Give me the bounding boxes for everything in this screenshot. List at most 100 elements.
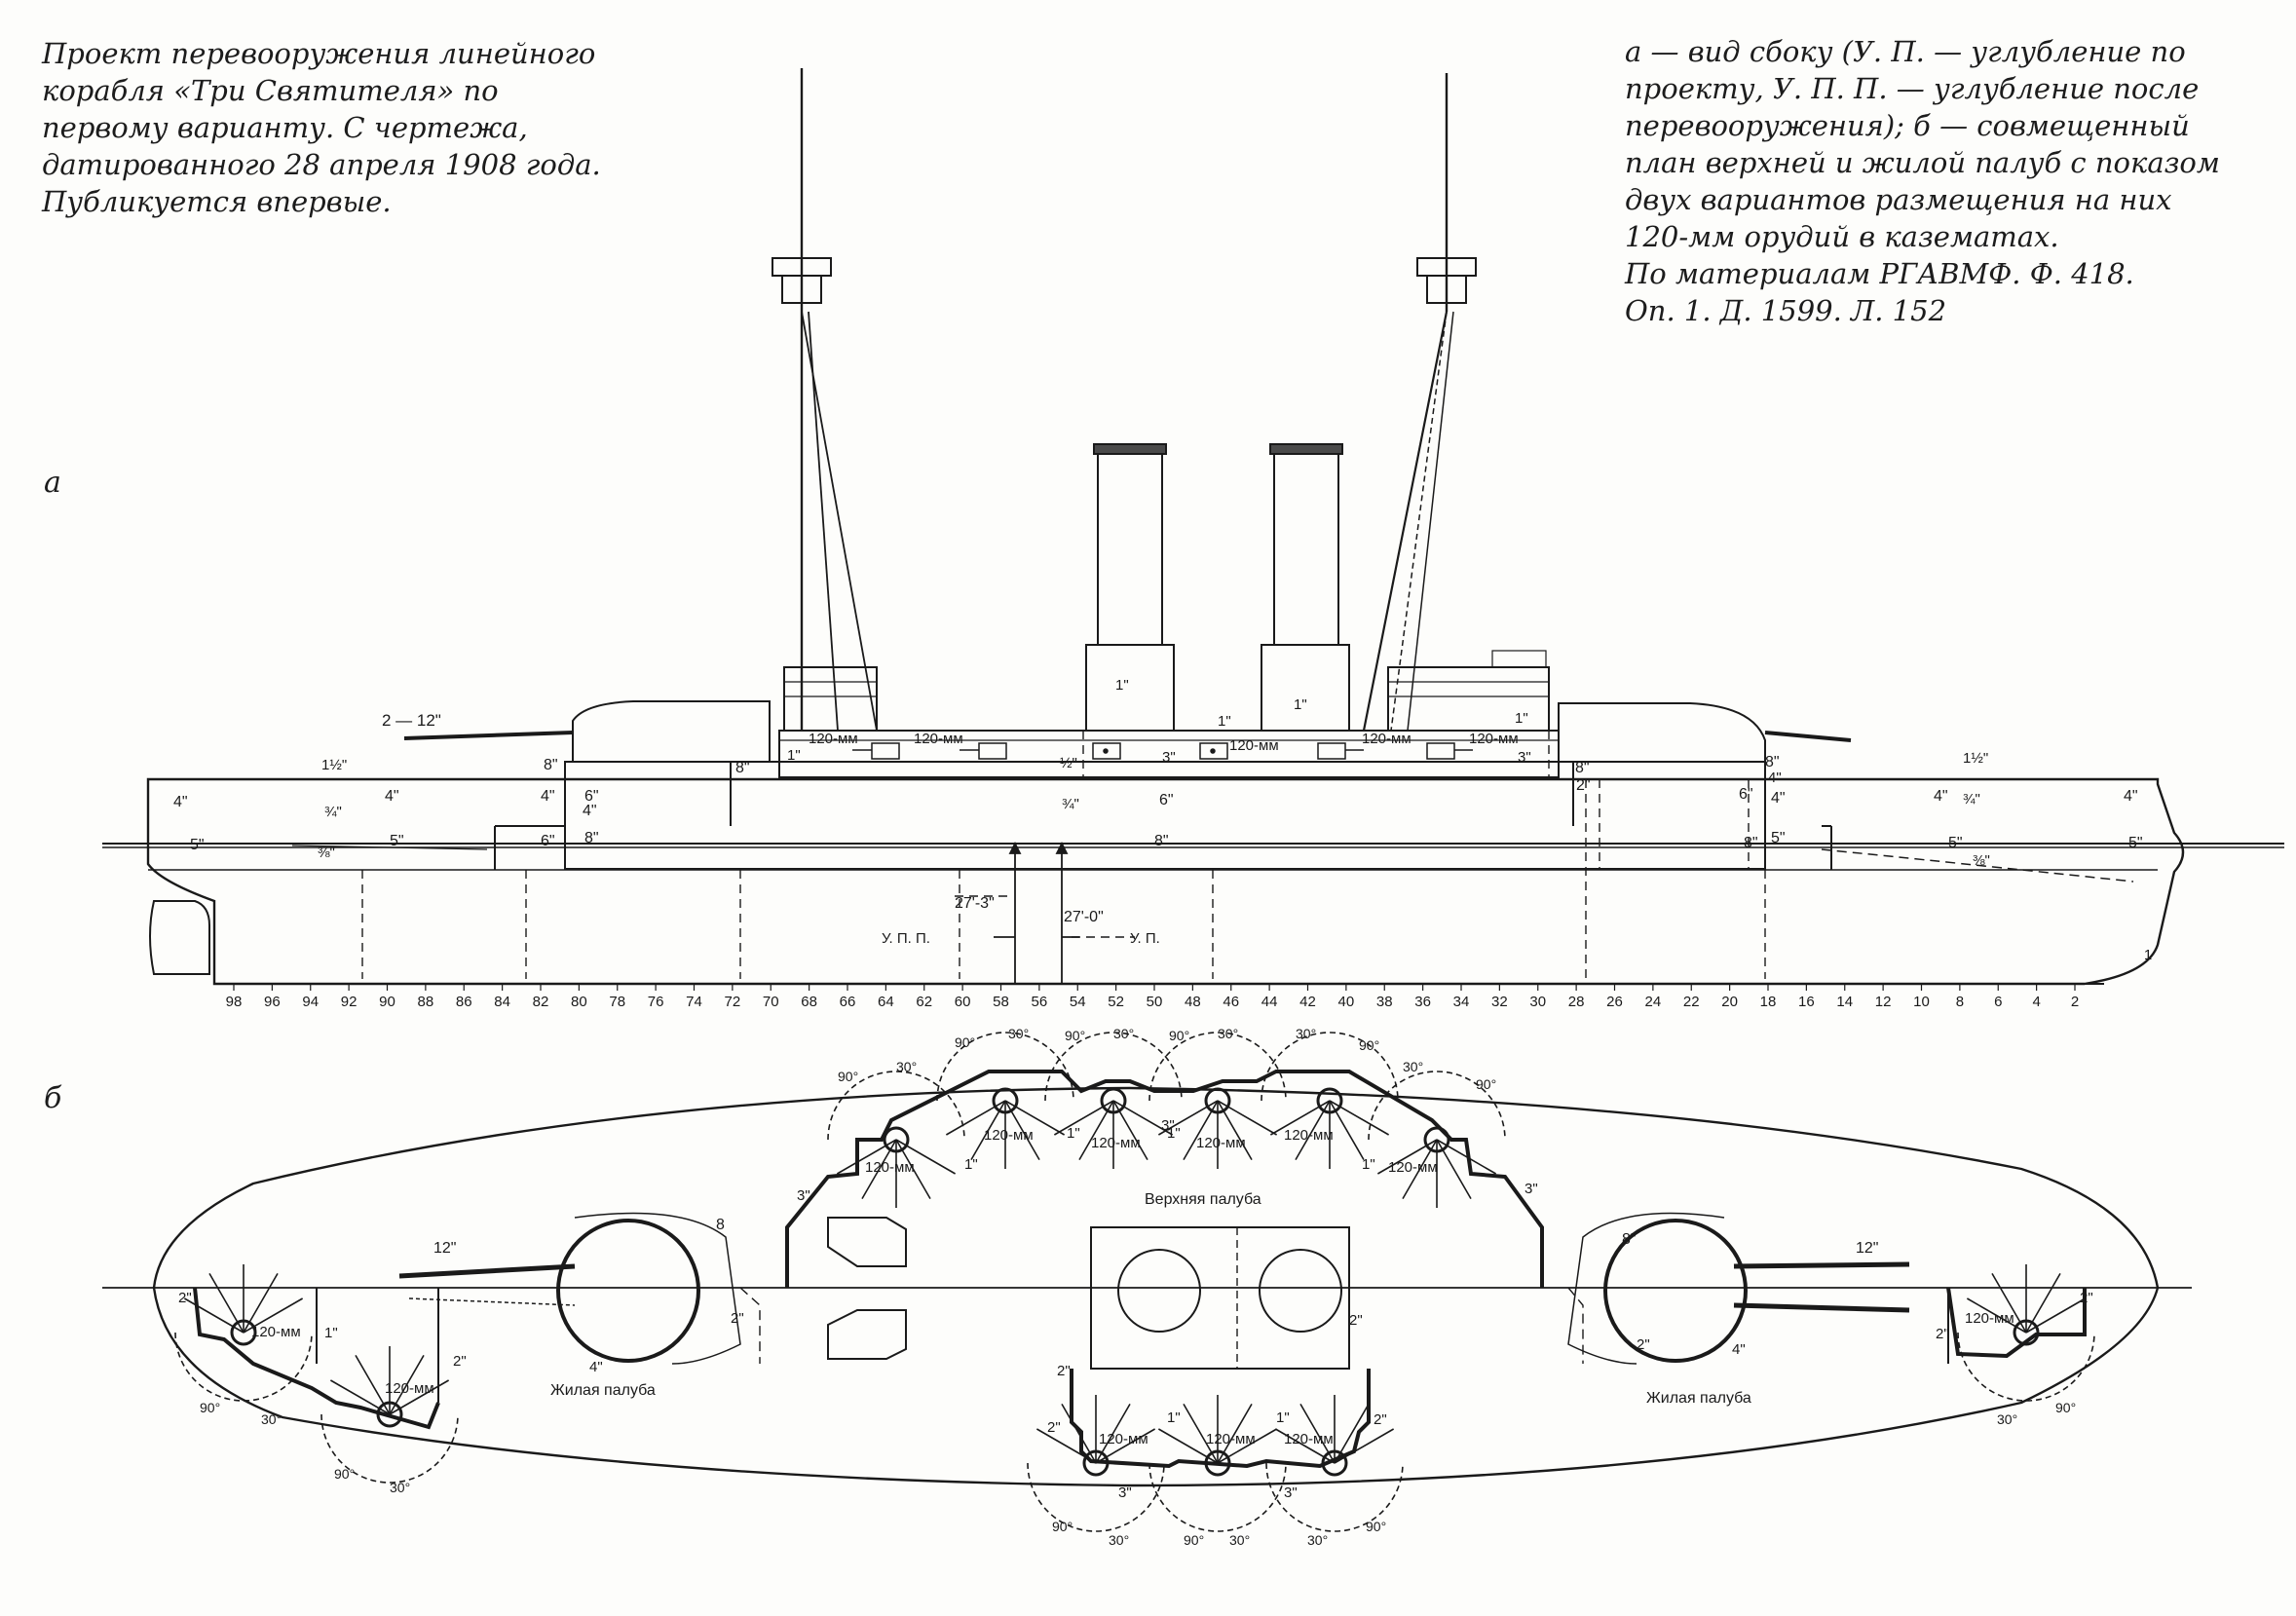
gun-120-label: 120-мм bbox=[1229, 737, 1279, 754]
armor-label: 3" bbox=[1118, 1484, 1132, 1501]
angle-30-label: 30° bbox=[390, 1480, 410, 1495]
armor-label: 2" bbox=[453, 1353, 467, 1370]
casemate-gun bbox=[936, 1032, 1074, 1169]
casemate-gun bbox=[827, 1071, 965, 1208]
armor-label: 1" bbox=[1515, 710, 1528, 727]
angle-30-label: 30° bbox=[1307, 1532, 1328, 1548]
frame-number: 88 bbox=[418, 994, 434, 1010]
gun-120-label: 120-мм bbox=[1099, 1431, 1148, 1447]
frame-number: 90 bbox=[379, 994, 395, 1010]
plan-barbettes bbox=[398, 1212, 1910, 1365]
armor-label: ⅜" bbox=[1973, 852, 1990, 869]
hull-outline bbox=[146, 777, 2185, 986]
armor-label: 1" bbox=[1115, 677, 1129, 694]
gun-120-label: 120-мм bbox=[251, 1324, 301, 1340]
angle-90-label: 90° bbox=[955, 1034, 975, 1050]
armor-label: 5" bbox=[390, 833, 404, 849]
frame-number: 54 bbox=[1070, 994, 1086, 1010]
gun-120-label: 120-мм bbox=[385, 1380, 434, 1397]
frame-number: 78 bbox=[609, 994, 625, 1010]
frame-number: 68 bbox=[801, 994, 817, 1010]
gun-120-label: 120-мм bbox=[1284, 1127, 1334, 1144]
frame-number: 34 bbox=[1453, 994, 1470, 1010]
caption-right-line: проекту, У. П. П. — углубление после bbox=[1625, 72, 2200, 105]
frame-number: 32 bbox=[1491, 994, 1508, 1010]
armor-label: 3" bbox=[797, 1187, 810, 1204]
armor-label: 4" bbox=[541, 788, 555, 805]
armor-label: 4" bbox=[1732, 1341, 1746, 1358]
armor-label: 2" bbox=[2080, 1290, 2093, 1306]
armor-label: 3" bbox=[1524, 1181, 1538, 1197]
gun-120-label: 120-мм bbox=[1091, 1135, 1141, 1151]
frame-number: 40 bbox=[1338, 994, 1355, 1010]
angle-30-label: 30° bbox=[261, 1411, 282, 1427]
casemate-gunports bbox=[852, 742, 1473, 760]
armor-label: 6" bbox=[1159, 792, 1174, 808]
frame-number: 92 bbox=[341, 994, 358, 1010]
gun-120-label: 120-мм bbox=[1965, 1310, 2014, 1327]
casemate-gun bbox=[1148, 1032, 1287, 1169]
armor-label: 1" bbox=[1294, 696, 1307, 713]
armor-label: 8" bbox=[1154, 833, 1169, 849]
caption-left-line: датированного 28 апреля 1908 года. bbox=[42, 148, 601, 181]
armor-label: 4" bbox=[583, 803, 597, 819]
armor-label: 3" bbox=[1284, 1484, 1298, 1501]
frame-number: 20 bbox=[1721, 994, 1738, 1010]
frame-number: 96 bbox=[264, 994, 281, 1010]
armor-label: 5" bbox=[1948, 835, 1963, 851]
frame-number: 22 bbox=[1683, 994, 1700, 1010]
gun-12-label: 12" bbox=[433, 1240, 456, 1257]
gun-120-label: 120-мм bbox=[809, 731, 858, 747]
frame-number: 72 bbox=[725, 994, 741, 1010]
armor-label: 1" bbox=[324, 1325, 338, 1341]
armor-label: 1" bbox=[1362, 1156, 1375, 1173]
angle-90-label: 90° bbox=[1476, 1076, 1496, 1092]
armor-label: 1" bbox=[1067, 1125, 1080, 1142]
armor-label: 2" bbox=[1936, 1326, 1949, 1342]
armor-label: 2" bbox=[1057, 1363, 1071, 1379]
angle-90-label: 90° bbox=[1052, 1519, 1073, 1534]
armor-label: 1½" bbox=[1963, 750, 1988, 767]
angle-90-label: 90° bbox=[1184, 1532, 1204, 1548]
angle-30-label: 30° bbox=[1229, 1532, 1250, 1548]
gun-120-label: 120-мм bbox=[914, 731, 963, 747]
armor-label: ½" bbox=[1060, 755, 1077, 771]
angle-30-label: 30° bbox=[1218, 1026, 1238, 1041]
armor-label: 2" bbox=[1576, 777, 1591, 794]
casemate-gun bbox=[1261, 1032, 1399, 1169]
casemate-gun bbox=[1044, 1032, 1183, 1169]
frame-number: 38 bbox=[1376, 994, 1393, 1010]
caption-right-line: По материалам РГАВМФ. Ф. 418. bbox=[1625, 257, 2134, 290]
casemate-gun bbox=[1368, 1071, 1506, 1208]
gun-120-label: 120-мм bbox=[1362, 731, 1411, 747]
angle-30-label: 30° bbox=[1113, 1026, 1134, 1041]
armor-label: 2" bbox=[731, 1310, 744, 1327]
caption-right-line: Оп. 1. Д. 1599. Л. 152 bbox=[1625, 294, 1947, 327]
caption-right-line: 120-мм орудий в казематах. bbox=[1625, 220, 2059, 253]
draft-value: 27'-0" bbox=[1064, 909, 1104, 925]
plan-view bbox=[102, 1032, 2192, 1532]
frame-number: 14 bbox=[1836, 994, 1853, 1010]
angle-30-label: 30° bbox=[1403, 1059, 1423, 1074]
frame-number: 50 bbox=[1147, 994, 1163, 1010]
frame-number: 48 bbox=[1185, 994, 1201, 1010]
angle-90-label: 90° bbox=[1366, 1519, 1386, 1534]
armor-label: 1" bbox=[964, 1156, 978, 1173]
armor-label: 3" bbox=[1162, 749, 1176, 766]
armor-label: ¾" bbox=[1963, 791, 1980, 808]
armor-label: 1" bbox=[1167, 1125, 1181, 1142]
armor-label: 5" bbox=[190, 837, 205, 853]
frame-number: 52 bbox=[1108, 994, 1124, 1010]
view-b-letter: б bbox=[44, 1081, 62, 1115]
armor-belt bbox=[564, 761, 1766, 870]
gun-120-label: 120-мм bbox=[1196, 1135, 1246, 1151]
frame-number: 94 bbox=[302, 994, 319, 1010]
armor-label: ¾" bbox=[324, 804, 342, 820]
armor-label: 5" bbox=[1771, 830, 1786, 846]
frame-number: 8 bbox=[1956, 994, 1964, 1010]
armor-label: ⅜" bbox=[318, 845, 335, 861]
plan-hull bbox=[152, 1086, 2160, 1487]
armor-label: 2" bbox=[178, 1290, 192, 1306]
